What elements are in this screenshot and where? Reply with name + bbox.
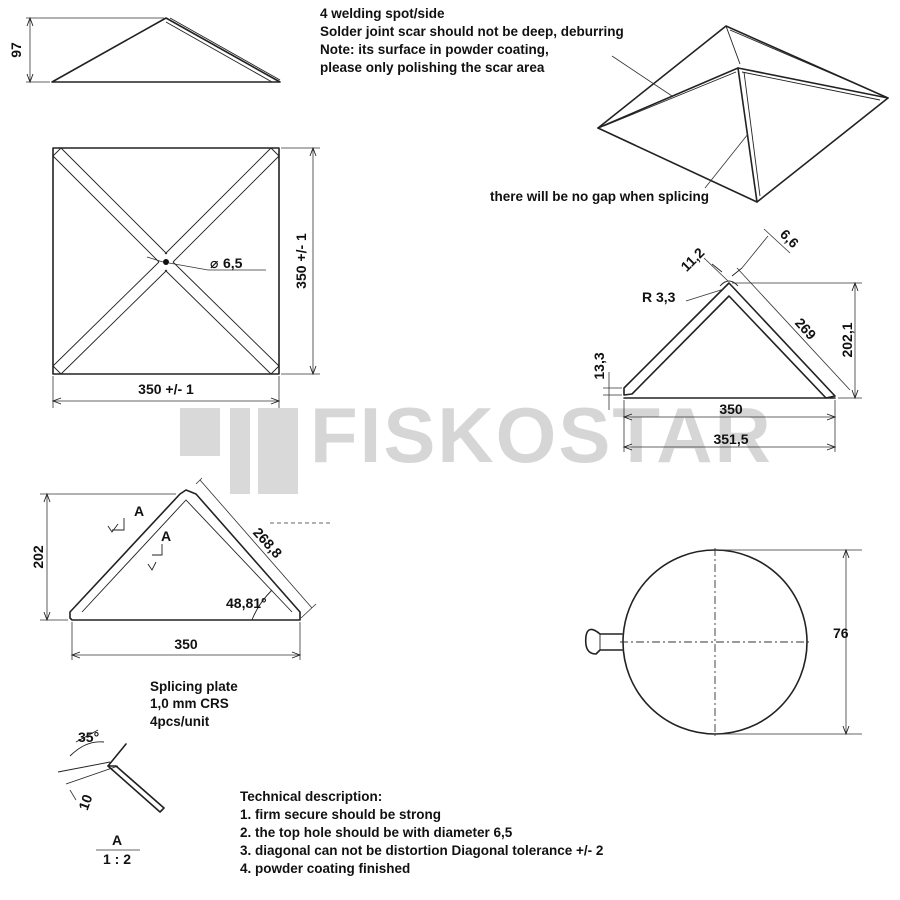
dim-plan-width: 350 +/- 1 [138,381,194,397]
side-elevation-view [26,16,281,84]
dim-plate-angle: 48,81° [226,595,267,611]
dim-hole-symbol: ⌀ [210,255,219,271]
dim-section-height: 202,1 [839,322,855,357]
cross-section-view [603,228,862,452]
dim-section-outer: 351,5 [713,431,748,447]
plate-info-name: Splicing plate [150,679,238,694]
dim-section-radius: R 3,3 [642,289,676,305]
dim-section-top-b: 6,6 [777,226,802,251]
plate-info-material: 1,0 mm CRS [150,696,229,711]
dim-hole-diameter: 6,5 [223,255,243,271]
dim-plate-base: 350 [174,636,198,652]
detail-label-name: A [112,832,122,848]
dim-section-flange: 13,3 [591,352,607,379]
dim-detail-length: 10 [75,792,95,812]
tech-item-2: 2. the top hole should be with diameter … [240,825,513,840]
tech-item-3: 3. diagonal can not be distortion Diagon… [240,843,603,858]
brand-logo-mark [180,408,298,494]
dim-plate-height: 202 [30,545,46,569]
note-line-3: Note: its surface in powder coating, [320,42,549,57]
dim-side-height: 97 [8,42,24,58]
tech-title: Technical description: [240,789,382,804]
plan-view [51,146,320,408]
detail-label-scale: 1 : 2 [103,851,131,867]
dim-detail-angle: 35° [78,729,99,745]
section-mark-2: A [161,528,171,544]
brand-watermark-text: FISKOSTAR [310,391,773,479]
note-line-2: Solder joint scar should not be deep, de… [320,24,624,39]
section-mark-1: A [134,503,144,519]
dim-section-top-a: 11,2 [677,244,707,274]
tech-item-1: 1. firm secure should be strong [240,807,441,822]
note-splicing: there will be no gap when splicing [490,189,709,204]
dim-section-edge: 269 [792,315,820,343]
top-notes: 4 welding spot/side Solder joint scar sh… [320,6,624,75]
note-line-1: 4 welding spot/side [320,6,445,21]
dim-section-inner: 350 [719,401,743,417]
isometric-view [597,25,889,203]
splicing-plate-view [40,477,332,660]
dim-plan-height: 350 +/- 1 [293,233,309,289]
technical-description: Technical description: 1. firm secure sh… [240,789,603,876]
watermark: FISKOSTAR [180,391,773,494]
dim-knob-diameter: 76 [833,625,849,641]
plate-info: Splicing plate 1,0 mm CRS 4pcs/unit [150,679,238,729]
detail-a-view [57,729,165,813]
tech-item-4: 4. powder coating finished [240,861,410,876]
knob-view [584,548,862,736]
plate-info-quantity: 4pcs/unit [150,714,210,729]
note-line-4: please only polishing the scar area [320,60,545,75]
